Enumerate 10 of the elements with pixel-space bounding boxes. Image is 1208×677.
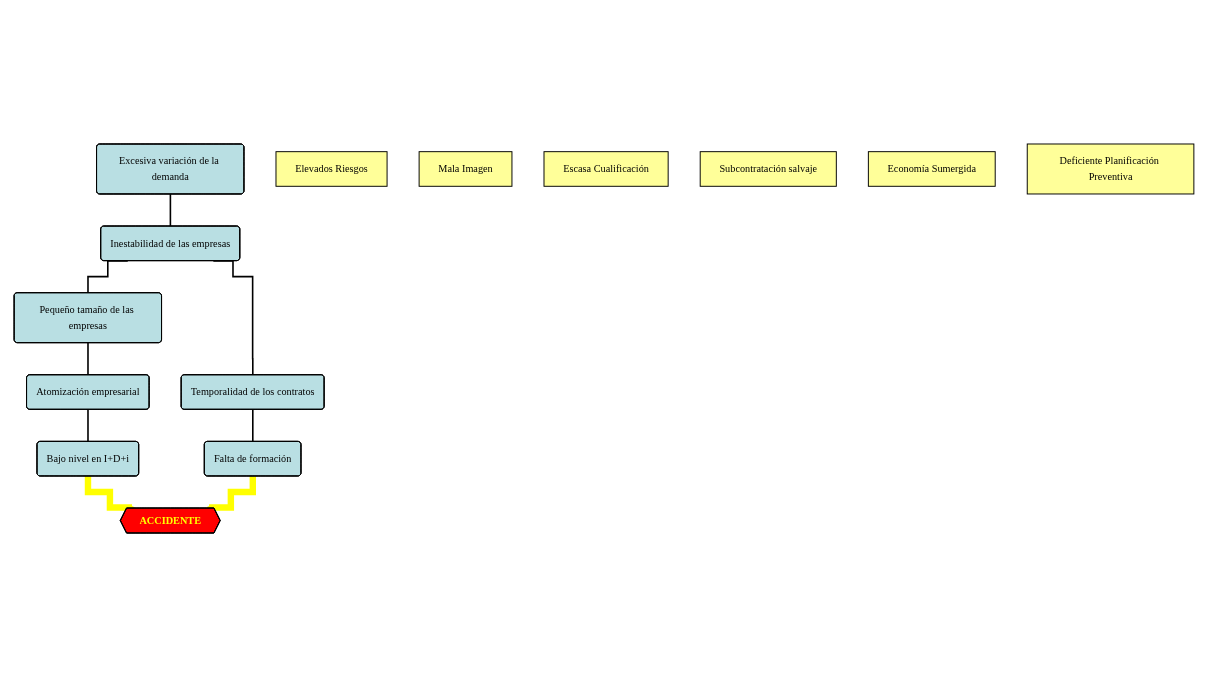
node-box: Mala Imagen [418,151,513,187]
node-box: Elevados Riesgos [275,151,388,187]
connector [169,193,172,228]
node-box: Escasa Cualificación [543,151,669,187]
node-box: Subcontratación salvaje [699,151,837,187]
node-box: Economía Sumergida [867,151,996,187]
connector [87,342,89,376]
connector [87,408,89,443]
node-box: Deficiente Planificación Preventiva [1026,143,1195,195]
connector [252,408,254,443]
